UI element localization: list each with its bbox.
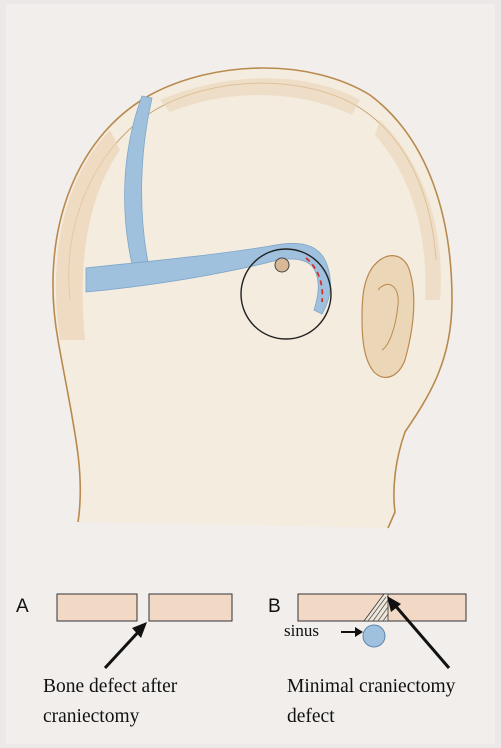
sinus-circle <box>363 625 385 647</box>
head-drawing <box>53 68 452 528</box>
panel-a-caption-line1: Bone defect after <box>43 675 177 699</box>
panel-b-caption: Minimal craniectomy defect <box>287 675 455 729</box>
panel-a-caption: Bone defect after craniectomy <box>43 675 177 729</box>
panel-b-caption-line1: Minimal craniectomy <box>287 675 455 699</box>
burr-hole <box>275 258 289 272</box>
panel-a-caption-line2: craniectomy <box>43 705 177 729</box>
sinus-label: sinus <box>284 621 319 641</box>
panel-b-letter: B <box>268 596 281 618</box>
panel-b-caption-line2: defect <box>287 705 455 729</box>
panel-a-letter: A <box>16 596 29 618</box>
